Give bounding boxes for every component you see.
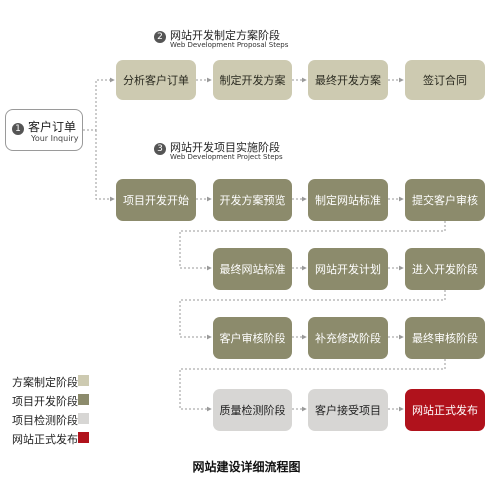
step-box: 网站开发计划 [308, 248, 388, 290]
legend-label: 网站正式发布 [12, 433, 78, 446]
step-box: 制定网站标准 [308, 179, 388, 221]
connector-wrap-3 [179, 359, 446, 412]
step-box: 客户审核阶段 [213, 317, 292, 359]
connector-start-stage2 [83, 77, 115, 131]
stage3-title: 网站开发项目实施阶段 [170, 141, 280, 154]
step-box: 进入开发阶段 [405, 248, 485, 290]
step-box: 分析客户订单 [116, 60, 196, 100]
step-box: 开发方案预览 [213, 179, 292, 221]
start-subtitle: Your Inquiry [31, 134, 79, 143]
step-box: 补充修改阶段 [308, 317, 388, 359]
start-title: 客户订单 [28, 120, 77, 134]
step-box: 客户接受项目 [308, 389, 388, 431]
step-box: 签订合同 [405, 60, 485, 100]
connector-start-stage3 [95, 130, 115, 202]
step-number-badge: 3 [154, 143, 166, 155]
step-box-launch: 网站正式发布 [405, 389, 485, 431]
step-number-badge: 2 [154, 31, 166, 43]
step-box: 最终网站标准 [213, 248, 292, 290]
legend-swatch [78, 413, 89, 424]
step-box: 质量检测阶段 [213, 389, 292, 431]
start-node-customer-inquiry: 1 客户订单 Your Inquiry [5, 109, 83, 151]
legend-swatch [78, 394, 89, 405]
legend-label: 方案制定阶段 [12, 376, 78, 389]
step-box: 最终审核阶段 [405, 317, 485, 359]
diagram-caption: 网站建设详细流程图 [192, 460, 301, 474]
step-number-badge: 1 [12, 123, 24, 135]
step-box: 项目开发开始 [116, 179, 196, 221]
stage3-subtitle: Web Development Project Steps [170, 153, 283, 161]
legend-swatch [78, 375, 89, 386]
step-box: 制定开发方案 [213, 60, 292, 100]
stage2-subtitle: Web Development Proposal Steps [170, 41, 289, 49]
step-box: 最终开发方案 [308, 60, 388, 100]
stage2-title: 网站开发制定方案阶段 [170, 29, 280, 42]
legend-swatch [78, 432, 89, 443]
legend-label: 项目开发阶段 [12, 395, 78, 408]
step-box: 提交客户审核 [405, 179, 485, 221]
legend-label: 项目检测阶段 [12, 414, 78, 427]
